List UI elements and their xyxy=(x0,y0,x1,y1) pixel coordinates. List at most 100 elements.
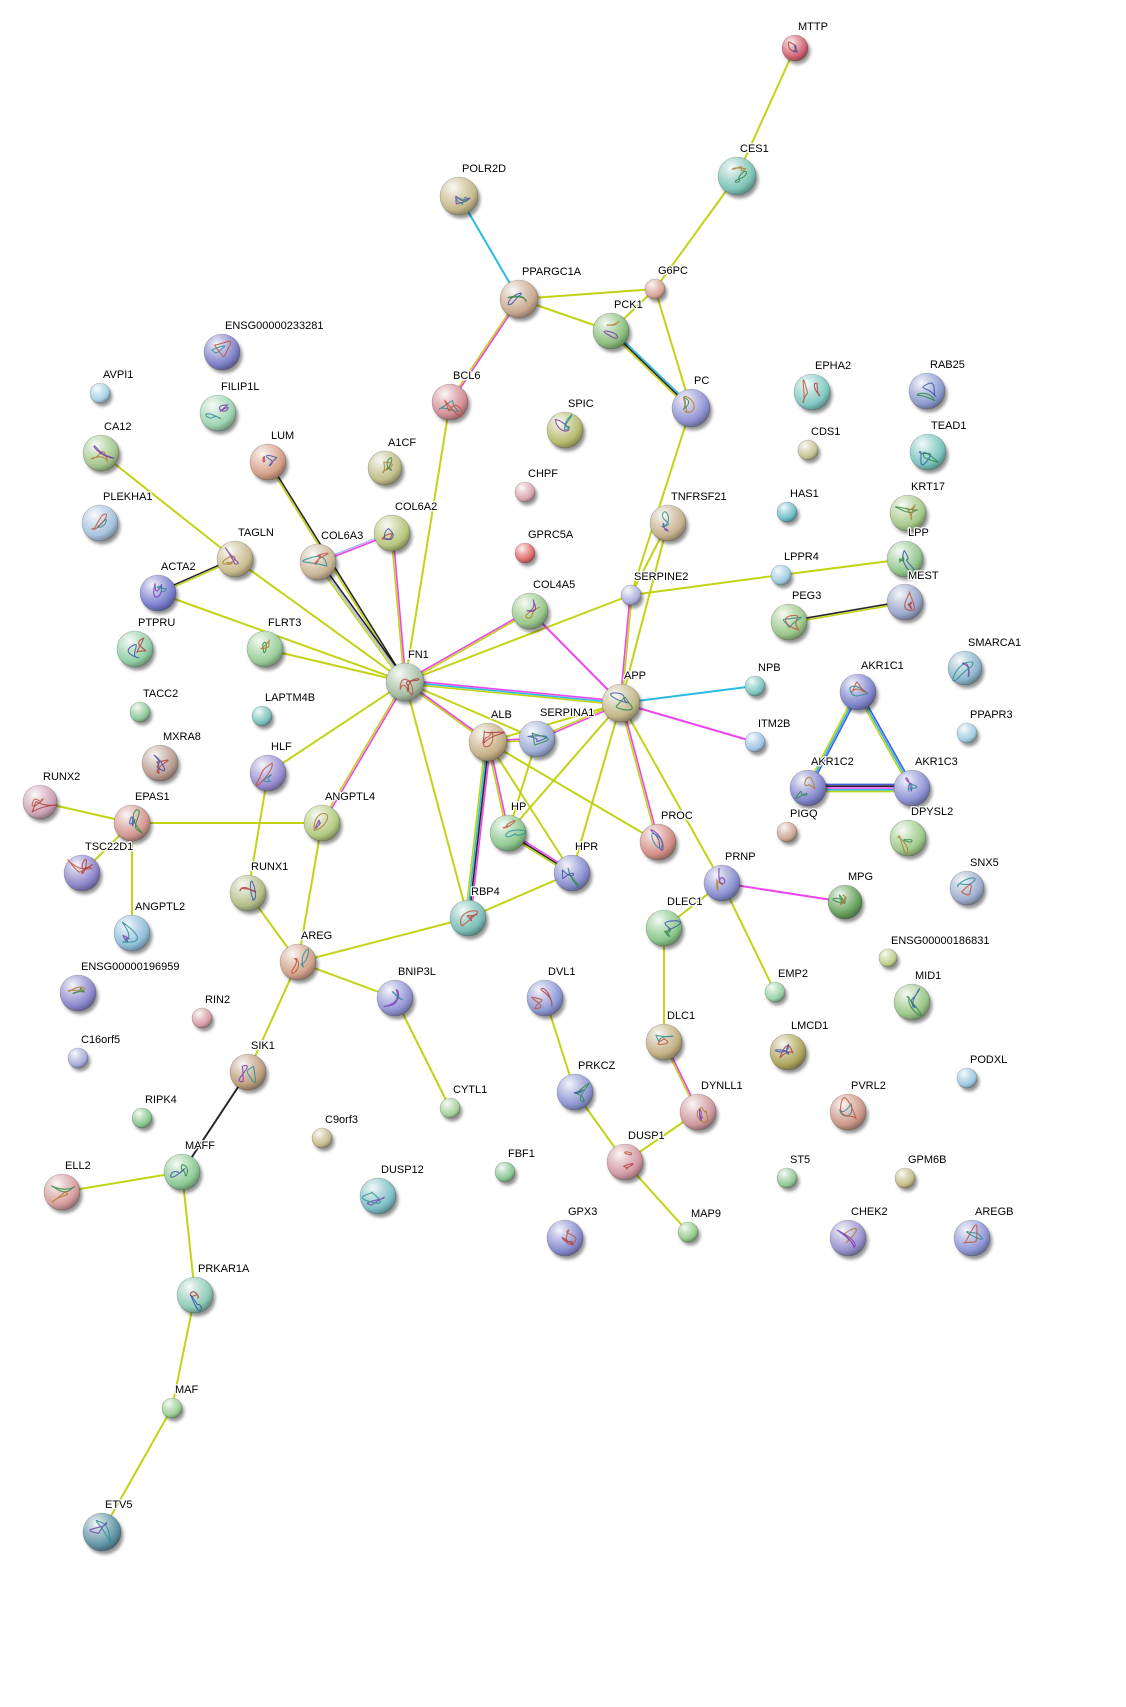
edge-CES1-G6PC-tm[interactable] xyxy=(654,175,738,290)
node-MAP9[interactable]: MAP9 xyxy=(677,1207,722,1246)
node-sphere-PPAPR3[interactable] xyxy=(956,722,978,744)
node-sphere-GPRC5A[interactable] xyxy=(514,542,536,564)
edge-RBP4-AREG-tm[interactable] xyxy=(297,917,469,963)
edge-LPPR4-LPP-tm[interactable] xyxy=(780,558,906,576)
node-sphere-ENSG00000233281[interactable] xyxy=(203,333,241,371)
node-LAPTM4B[interactable]: LAPTM4B xyxy=(251,691,316,730)
node-sphere-EPHA2[interactable] xyxy=(793,373,831,411)
node-sphere-RAB25[interactable] xyxy=(908,372,946,410)
edge-ALB-RBP4-db[interactable] xyxy=(466,741,488,918)
node-CES1[interactable]: CES1 xyxy=(717,142,770,199)
node-AREG[interactable]: AREG xyxy=(279,929,333,984)
node-sphere-PCK1[interactable] xyxy=(592,312,630,350)
node-sphere-PRNP[interactable] xyxy=(703,864,741,902)
node-TNFRSF21[interactable]: TNFRSF21 xyxy=(649,490,728,545)
node-sphere-HP[interactable] xyxy=(489,814,527,852)
node-MAF[interactable]: MAF xyxy=(161,1383,200,1422)
node-DLC1[interactable]: DLC1 xyxy=(645,1009,696,1064)
node-ENSG00000186831[interactable]: ENSG00000186831 xyxy=(878,934,991,971)
node-G6PC[interactable]: G6PC xyxy=(644,264,689,303)
edge-BCL6-FN1-tm[interactable] xyxy=(404,401,451,683)
node-PC[interactable]: PC xyxy=(671,374,713,431)
node-COL6A3[interactable]: COL6A3 xyxy=(299,529,365,584)
node-sphere-EMP2[interactable] xyxy=(764,981,786,1003)
node-HLF[interactable]: HLF xyxy=(249,740,293,795)
node-LPP[interactable]: LPP xyxy=(886,526,930,581)
node-GPM6B[interactable]: GPM6B xyxy=(894,1153,948,1192)
node-A1CF[interactable]: A1CF xyxy=(367,436,418,489)
node-GPX3[interactable]: GPX3 xyxy=(546,1205,599,1260)
node-C9orf3[interactable]: C9orf3 xyxy=(311,1113,359,1152)
node-EMP2[interactable]: EMP2 xyxy=(764,967,809,1006)
node-AKR1C1[interactable]: AKR1C1 xyxy=(839,659,905,714)
node-sphere-AREGB[interactable] xyxy=(953,1219,991,1257)
node-ST5[interactable]: ST5 xyxy=(776,1153,811,1192)
node-DPYSL2[interactable]: DPYSL2 xyxy=(889,805,955,860)
node-sphere-CES1[interactable] xyxy=(717,156,757,196)
node-PROC[interactable]: PROC xyxy=(639,809,694,864)
edge-ALB-RBP4-coex[interactable] xyxy=(468,742,490,919)
node-CA12[interactable]: CA12 xyxy=(82,420,133,475)
edge-FN1-COL4A5-tm[interactable] xyxy=(405,611,531,684)
node-sphere-MAP9[interactable] xyxy=(677,1221,699,1243)
node-sphere-PROC[interactable] xyxy=(639,823,677,861)
node-sphere-CHPF[interactable] xyxy=(514,481,536,503)
edge-FN1-COL4A5-exp[interactable] xyxy=(404,609,530,682)
node-sphere-PIGQ[interactable] xyxy=(776,821,798,843)
node-sphere-LPPR4[interactable] xyxy=(770,564,792,586)
node-PRNP[interactable]: PRNP xyxy=(703,850,757,905)
node-sphere-ST5[interactable] xyxy=(776,1167,798,1189)
edge-ALB-PROC-tm[interactable] xyxy=(487,741,659,843)
node-sphere-GPM6B[interactable] xyxy=(894,1167,916,1189)
node-SIK1[interactable]: SIK1 xyxy=(229,1039,276,1094)
node-SMARCA1[interactable]: SMARCA1 xyxy=(947,636,1022,689)
node-sphere-ITM2B[interactable] xyxy=(744,731,766,753)
edge-MTTP-CES1-tm[interactable] xyxy=(736,47,796,177)
node-sphere-LPP[interactable] xyxy=(886,540,924,578)
node-sphere-CDS1[interactable] xyxy=(797,439,819,461)
edge-ALB-RBP4-exp[interactable] xyxy=(469,742,492,919)
node-MID1[interactable]: MID1 xyxy=(893,969,943,1024)
node-BNIP3L[interactable]: BNIP3L xyxy=(376,965,437,1020)
node-LPPR4[interactable]: LPPR4 xyxy=(770,550,820,589)
node-EPAS1[interactable]: EPAS1 xyxy=(113,790,171,845)
node-FILIP1L[interactable]: FILIP1L xyxy=(199,380,261,435)
node-PPAPR3[interactable]: PPAPR3 xyxy=(956,708,1014,747)
node-LUM[interactable]: LUM xyxy=(249,429,296,484)
node-RBP4[interactable]: RBP4 xyxy=(449,885,501,940)
node-RAB25[interactable]: RAB25 xyxy=(908,358,966,413)
node-ANGPTL4[interactable]: ANGPTL4 xyxy=(303,790,376,845)
edge-APP-ITM2B-exp[interactable] xyxy=(620,702,756,743)
node-AREGB[interactable]: AREGB xyxy=(953,1205,1015,1260)
node-sphere-AVPI1[interactable] xyxy=(89,382,111,404)
edge-MAFF-ELL2-tm[interactable] xyxy=(61,1171,183,1193)
node-GPRC5A[interactable]: GPRC5A xyxy=(514,528,575,567)
node-ACTA2[interactable]: ACTA2 xyxy=(139,560,197,615)
edge-APP-PROC-tm[interactable] xyxy=(619,702,658,843)
node-ENSG00000196959[interactable]: ENSG00000196959 xyxy=(59,960,181,1015)
node-sphere-PPARGC1A[interactable] xyxy=(499,279,539,319)
node-LMCD1[interactable]: LMCD1 xyxy=(769,1019,830,1074)
edge-COL6A3-FN1-tm[interactable] xyxy=(315,562,405,684)
node-CYTL1[interactable]: CYTL1 xyxy=(439,1083,489,1122)
node-sphere-FN1[interactable] xyxy=(385,662,425,702)
node-CHPF[interactable]: CHPF xyxy=(514,467,560,506)
edge-AREG-SIK1-tm[interactable] xyxy=(247,961,299,1073)
node-sphere-SERPINE2[interactable] xyxy=(620,584,642,606)
edge-FN1-ANGPTL4-tm[interactable] xyxy=(320,681,405,823)
node-sphere-PC[interactable] xyxy=(671,388,711,428)
edge-APP-ALB-tm[interactable] xyxy=(487,702,622,743)
edge-COL6A3-FN1-coex[interactable] xyxy=(318,560,408,682)
node-HAS1[interactable]: HAS1 xyxy=(776,487,820,526)
node-MAFF[interactable]: MAFF xyxy=(163,1139,217,1194)
node-MXRA8[interactable]: MXRA8 xyxy=(141,730,202,785)
node-RIN2[interactable]: RIN2 xyxy=(191,993,231,1032)
node-PCK1[interactable]: PCK1 xyxy=(592,298,644,353)
node-BCL6[interactable]: BCL6 xyxy=(431,369,482,424)
node-PVRL2[interactable]: PVRL2 xyxy=(829,1079,887,1134)
node-sphere-PRKCZ[interactable] xyxy=(556,1073,594,1111)
edge-FN1-APP-exp[interactable] xyxy=(405,679,622,702)
node-sphere-PVRL2[interactable] xyxy=(829,1093,867,1131)
node-sphere-DUSP1[interactable] xyxy=(606,1143,644,1181)
edge-PC-SERPINE2-tm[interactable] xyxy=(630,407,692,596)
